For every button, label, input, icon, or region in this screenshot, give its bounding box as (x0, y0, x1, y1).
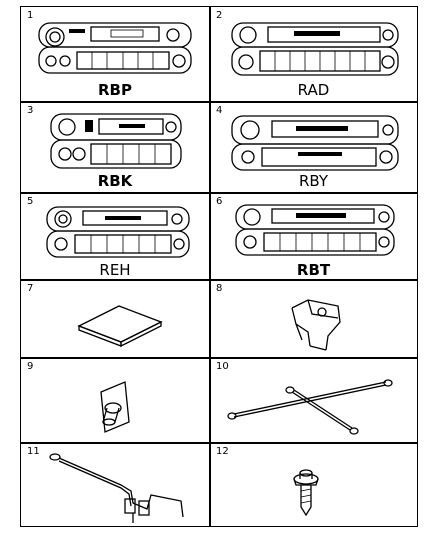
item-number-5: 5 (27, 196, 34, 207)
grid-divider-vertical (209, 7, 211, 526)
screw-drawing (293, 469, 319, 517)
cell-item-6: 6 RBT (210, 193, 417, 279)
cell-item-3: 3 RBK (21, 102, 209, 192)
radio-code-rbp: RBP (98, 81, 132, 99)
cell-item-1: 1 RBP (21, 7, 209, 101)
grid-divider-row-2 (21, 192, 417, 194)
radio-rbp-drawing (38, 22, 192, 74)
grid-divider-row-5 (21, 442, 417, 444)
radio-code-rby: RBY (298, 172, 329, 190)
mount-drawing (100, 381, 130, 433)
item-number-9: 9 (27, 361, 34, 372)
radio-rby-drawing (231, 115, 399, 171)
item-number-1: 1 (27, 10, 34, 21)
clip-drawing (291, 299, 341, 351)
item-number-2: 2 (216, 10, 223, 21)
item-number-7: 7 (27, 283, 34, 294)
radio-code-rbk: RBK (97, 172, 133, 190)
cell-item-10: 10 (210, 358, 417, 442)
cell-item-11: 11 (21, 443, 209, 528)
cell-item-9: 9 (21, 358, 209, 442)
pad-drawing (77, 305, 163, 348)
cell-item-12: 12 (210, 443, 417, 528)
grid-divider-row-3 (21, 279, 417, 281)
item-number-11: 11 (27, 446, 40, 457)
radio-rbt-drawing (235, 204, 395, 256)
item-number-10: 10 (216, 361, 229, 372)
item-number-8: 8 (216, 283, 223, 294)
grid-divider-row-4 (21, 357, 417, 359)
radio-rbk-drawing (50, 113, 182, 169)
grid-divider-row-1 (21, 101, 417, 103)
item-number-6: 6 (216, 196, 223, 207)
radio-code-rbt: RBT (296, 261, 331, 279)
radio-reh-drawing (46, 206, 190, 258)
item-number-4: 4 (216, 105, 223, 116)
cell-item-2: 2 RAD (210, 7, 417, 101)
cell-item-8: 8 (210, 280, 417, 357)
cell-item-5: 5 REH (21, 193, 209, 279)
radio-code-rad: RAD (297, 81, 330, 99)
radio-code-reh: REH (99, 261, 131, 279)
parts-diagram-grid: 1 RBP 2 (20, 6, 418, 527)
item-number-3: 3 (27, 105, 34, 116)
bracket-drawing (49, 453, 184, 523)
item-number-12: 12 (216, 446, 229, 457)
cell-item-4: 4 RBY (210, 102, 417, 192)
radio-rad-drawing (231, 22, 399, 76)
ground-strap-drawing (227, 379, 393, 435)
cell-item-7: 7 (21, 280, 209, 357)
